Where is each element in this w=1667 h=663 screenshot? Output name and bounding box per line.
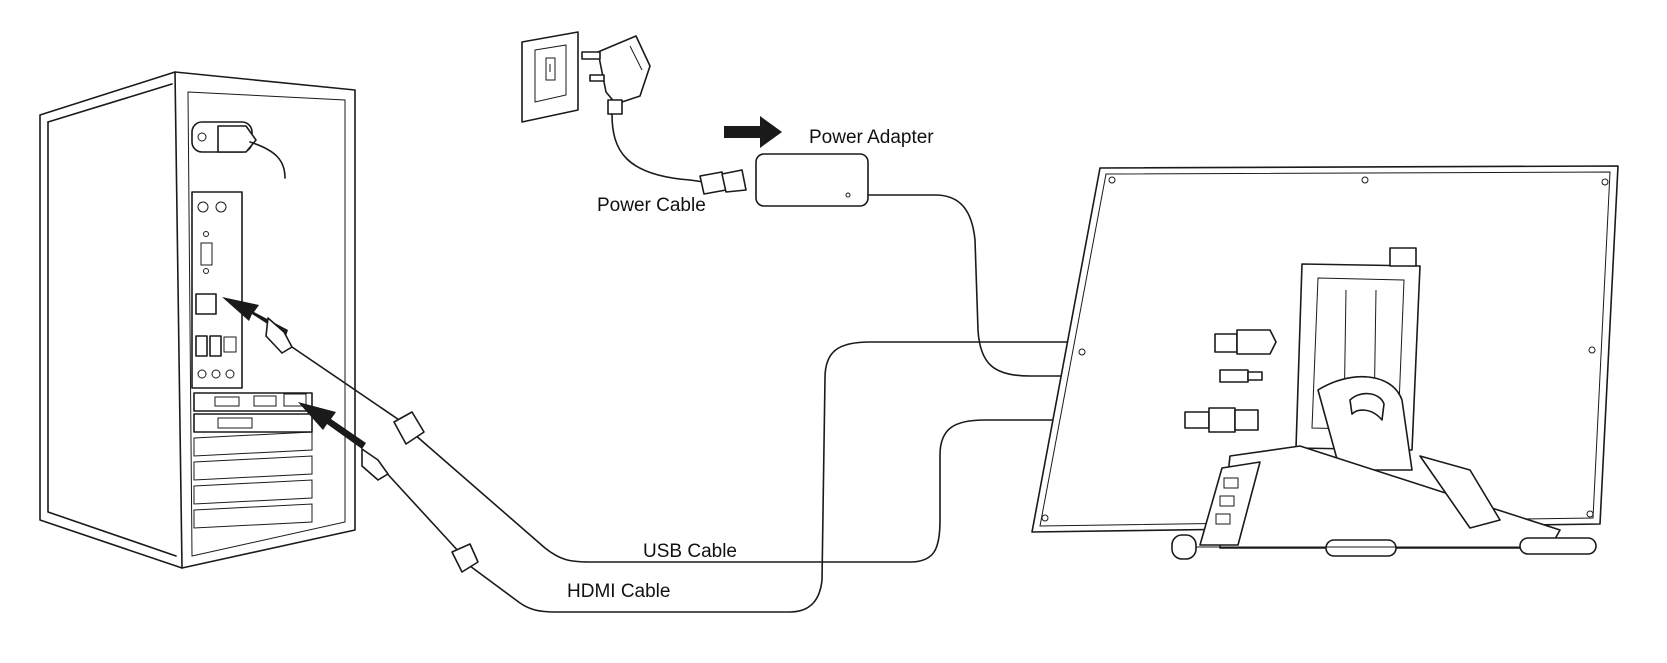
wall-outlet xyxy=(521,31,579,123)
power-cable-line xyxy=(611,113,705,183)
pc-power-socket xyxy=(191,121,286,179)
hdmi-cable-label: HDMI Cable xyxy=(567,581,670,602)
usb-cable-label: USB Cable xyxy=(643,541,737,562)
wall-plug xyxy=(581,35,651,115)
computer-tower xyxy=(39,71,356,569)
power-adapter xyxy=(755,153,869,207)
usb-connector xyxy=(1184,407,1259,433)
pc-expansion-slots xyxy=(193,392,313,529)
adapter-to-monitor-cable xyxy=(867,194,1221,377)
pc-io-panel xyxy=(191,191,243,389)
hdmi-cable xyxy=(361,341,1216,613)
hdmi-insert-arrow xyxy=(298,402,366,449)
usb-cable xyxy=(265,317,1186,563)
display-stand xyxy=(1171,247,1597,560)
hdmi-connector xyxy=(1214,329,1277,355)
power-adapter-label: Power Adapter xyxy=(809,127,934,148)
power-connector xyxy=(1219,369,1263,383)
power-cable-connector xyxy=(699,169,747,195)
power-cable-label: Power Cable xyxy=(597,195,706,216)
power-adapter-arrow xyxy=(724,116,782,148)
